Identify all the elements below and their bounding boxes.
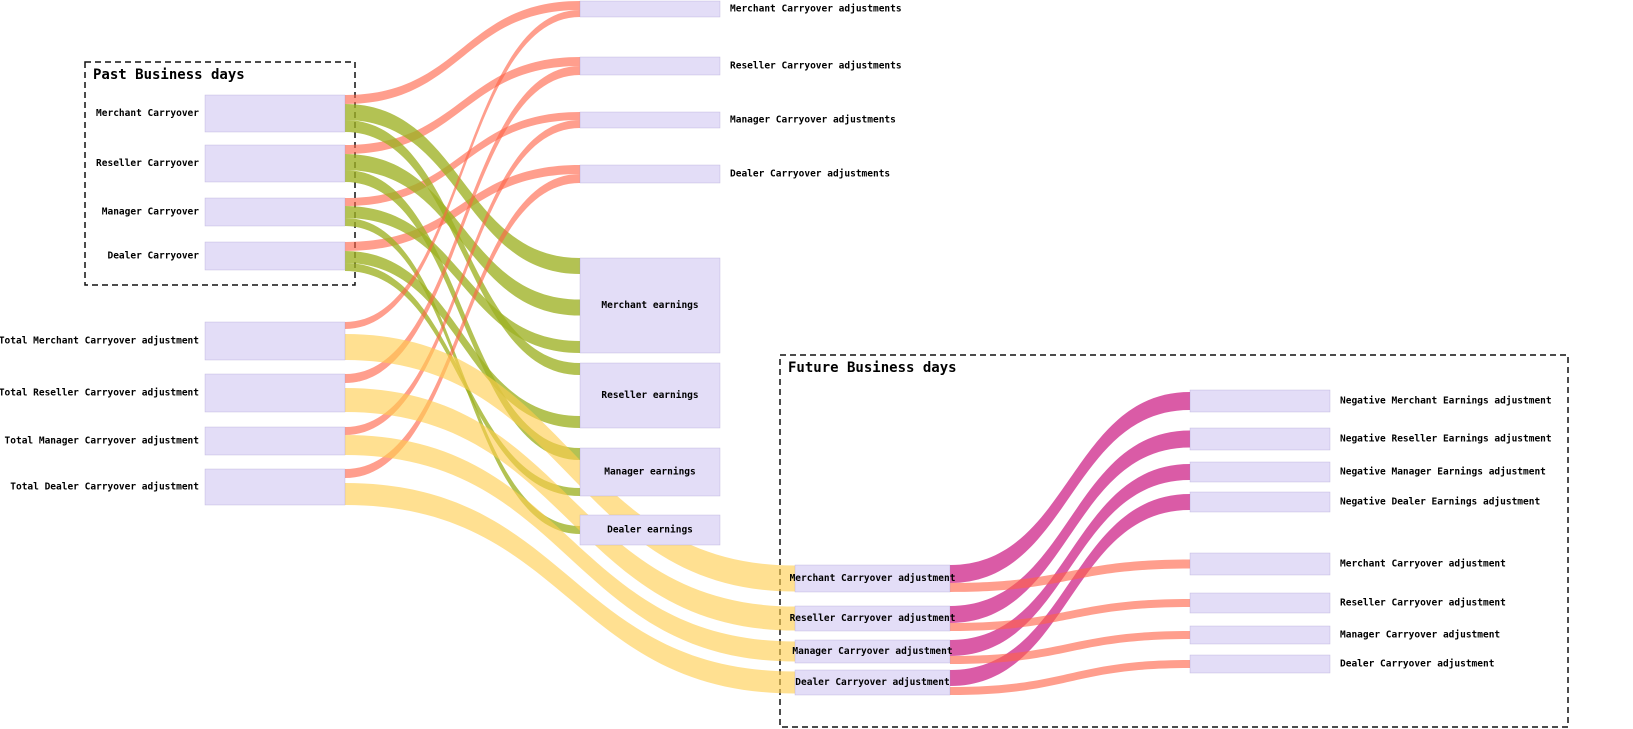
node-label-future_merchant_adj: Merchant Carryover adjustment xyxy=(790,573,956,584)
node-label-merchant_earnings: Merchant earnings xyxy=(601,300,698,311)
node-neg_manager_earnings_adj[interactable] xyxy=(1189,461,1331,483)
node-neg_dealer_earnings_adj[interactable] xyxy=(1189,491,1331,513)
node-label-right_dealer_adj: Dealer Carryover adjustment xyxy=(1340,659,1494,670)
node-label-reseller_carryover: Reseller Carryover xyxy=(96,158,199,169)
node-label-merchant_adjustments: Merchant Carryover adjustments xyxy=(730,4,902,15)
link-future_reseller_adj-to-neg_reseller_earnings_adj[interactable] xyxy=(950,430,1190,624)
link-future_merchant_adj-to-neg_merchant_earnings_adj[interactable] xyxy=(950,392,1190,583)
group-title-past-business-days: Past Business days xyxy=(93,67,245,83)
node-future_merchant_adj[interactable] xyxy=(794,564,951,593)
group-title-future-business-days: Future Business days xyxy=(788,360,957,376)
link-reseller_carryover-to-merchant_earnings[interactable] xyxy=(345,154,580,316)
node-right_dealer_adj[interactable] xyxy=(1189,654,1331,674)
node-right_reseller_adj[interactable] xyxy=(1189,592,1331,614)
node-label-manager_adjustments: Manager Carryover adjustments xyxy=(730,115,896,126)
node-dealer_carryover[interactable] xyxy=(204,241,346,271)
node-future_manager_adj[interactable] xyxy=(794,639,951,664)
node-label-neg_merchant_earnings_adj: Negative Merchant Earnings adjustment xyxy=(1340,396,1552,407)
link-future_reseller_adj-to-right_reseller_adj[interactable] xyxy=(950,599,1190,631)
link-reseller_carryover-to-manager_earnings[interactable] xyxy=(345,170,580,460)
node-label-neg_dealer_earnings_adj: Negative Dealer Earnings adjustment xyxy=(1340,497,1540,508)
link-total_dealer_adj-to-future_dealer_adj[interactable] xyxy=(345,483,795,694)
link-future_manager_adj-to-right_manager_adj[interactable] xyxy=(950,631,1190,664)
node-label-reseller_adjustments: Reseller Carryover adjustments xyxy=(730,61,902,72)
link-merchant_carryover-to-merchant_adjustments[interactable] xyxy=(345,1,580,104)
node-label-dealer_earnings: Dealer earnings xyxy=(607,525,693,536)
link-manager_carryover-to-manager_adjustments[interactable] xyxy=(345,112,580,206)
node-total_dealer_adj[interactable] xyxy=(204,468,346,506)
link-future_merchant_adj-to-right_merchant_adj[interactable] xyxy=(950,559,1190,593)
node-label-total_merchant_adj: Total Merchant Carryover adjustment xyxy=(0,336,199,347)
node-right_merchant_adj[interactable] xyxy=(1189,552,1331,576)
link-merchant_carryover-to-reseller_earnings[interactable] xyxy=(345,120,580,375)
group-box-future-business-days xyxy=(779,354,1569,728)
node-reseller_carryover[interactable] xyxy=(204,144,346,183)
node-label-right_manager_adj: Manager Carryover adjustment xyxy=(1340,630,1500,641)
node-right_manager_adj[interactable] xyxy=(1189,625,1331,645)
node-label-total_reseller_adj: Total Reseller Carryover adjustment xyxy=(0,388,199,399)
node-reseller_adjustments[interactable] xyxy=(579,56,721,76)
link-total_manager_adj-to-manager_adjustments[interactable] xyxy=(345,120,580,435)
link-total_reseller_adj-to-future_reseller_adj[interactable] xyxy=(345,388,795,631)
node-future_reseller_adj[interactable] xyxy=(794,605,951,632)
link-total_reseller_adj-to-reseller_adjustments[interactable] xyxy=(345,66,580,383)
node-label-future_manager_adj: Manager Carryover adjustment xyxy=(792,646,952,657)
node-merchant_carryover[interactable] xyxy=(204,94,346,133)
node-label-total_dealer_adj: Total Dealer Carryover adjustment xyxy=(10,482,199,493)
node-label-future_reseller_adj: Reseller Carryover adjustment xyxy=(790,613,956,624)
link-total_merchant_adj-to-future_merchant_adj[interactable] xyxy=(345,334,795,592)
node-label-reseller_earnings: Reseller earnings xyxy=(601,390,698,401)
node-label-right_merchant_adj: Merchant Carryover adjustment xyxy=(1340,559,1506,570)
node-label-neg_reseller_earnings_adj: Negative Reseller Earnings adjustment xyxy=(1340,434,1552,445)
link-dealer_carryover-to-reseller_earnings[interactable] xyxy=(345,251,580,428)
link-total_manager_adj-to-future_manager_adj[interactable] xyxy=(345,435,795,662)
node-future_dealer_adj[interactable] xyxy=(794,669,951,696)
node-label-right_reseller_adj: Reseller Carryover adjustment xyxy=(1340,598,1506,609)
link-future_manager_adj-to-neg_manager_earnings_adj[interactable] xyxy=(950,464,1190,656)
link-future_dealer_adj-to-right_dealer_adj[interactable] xyxy=(950,660,1190,695)
node-manager_carryover[interactable] xyxy=(204,197,346,227)
node-label-total_manager_adj: Total Manager Carryover adjustment xyxy=(5,436,199,447)
node-neg_merchant_earnings_adj[interactable] xyxy=(1189,389,1331,413)
node-total_manager_adj[interactable] xyxy=(204,426,346,456)
node-dealer_adjustments[interactable] xyxy=(579,164,721,184)
node-label-dealer_carryover: Dealer Carryover xyxy=(107,251,199,262)
node-label-merchant_carryover: Merchant Carryover xyxy=(96,108,199,119)
node-label-dealer_adjustments: Dealer Carryover adjustments xyxy=(730,169,890,180)
link-merchant_carryover-to-merchant_earnings[interactable] xyxy=(345,104,580,274)
node-label-neg_manager_earnings_adj: Negative Manager Earnings adjustment xyxy=(1340,467,1546,478)
node-merchant_adjustments[interactable] xyxy=(579,0,721,18)
node-manager_adjustments[interactable] xyxy=(579,111,721,129)
node-dealer_earnings[interactable] xyxy=(579,514,721,546)
node-total_reseller_adj[interactable] xyxy=(204,373,346,413)
node-total_merchant_adj[interactable] xyxy=(204,321,346,361)
node-neg_reseller_earnings_adj[interactable] xyxy=(1189,427,1331,451)
node-label-manager_earnings: Manager earnings xyxy=(604,467,696,478)
link-reseller_carryover-to-reseller_adjustments[interactable] xyxy=(345,57,580,154)
node-reseller_earnings[interactable] xyxy=(579,362,721,429)
link-total_dealer_adj-to-dealer_adjustments[interactable] xyxy=(345,174,580,478)
node-manager_earnings[interactable] xyxy=(579,447,721,497)
node-label-future_dealer_adj: Dealer Carryover adjustment xyxy=(795,677,949,688)
link-total_merchant_adj-to-merchant_adjustments[interactable] xyxy=(345,10,580,329)
node-merchant_earnings[interactable] xyxy=(579,257,721,354)
link-future_dealer_adj-to-neg_dealer_earnings_adj[interactable] xyxy=(950,494,1190,686)
node-label-manager_carryover: Manager Carryover xyxy=(102,207,200,218)
link-dealer_carryover-to-dealer_adjustments[interactable] xyxy=(345,165,580,251)
